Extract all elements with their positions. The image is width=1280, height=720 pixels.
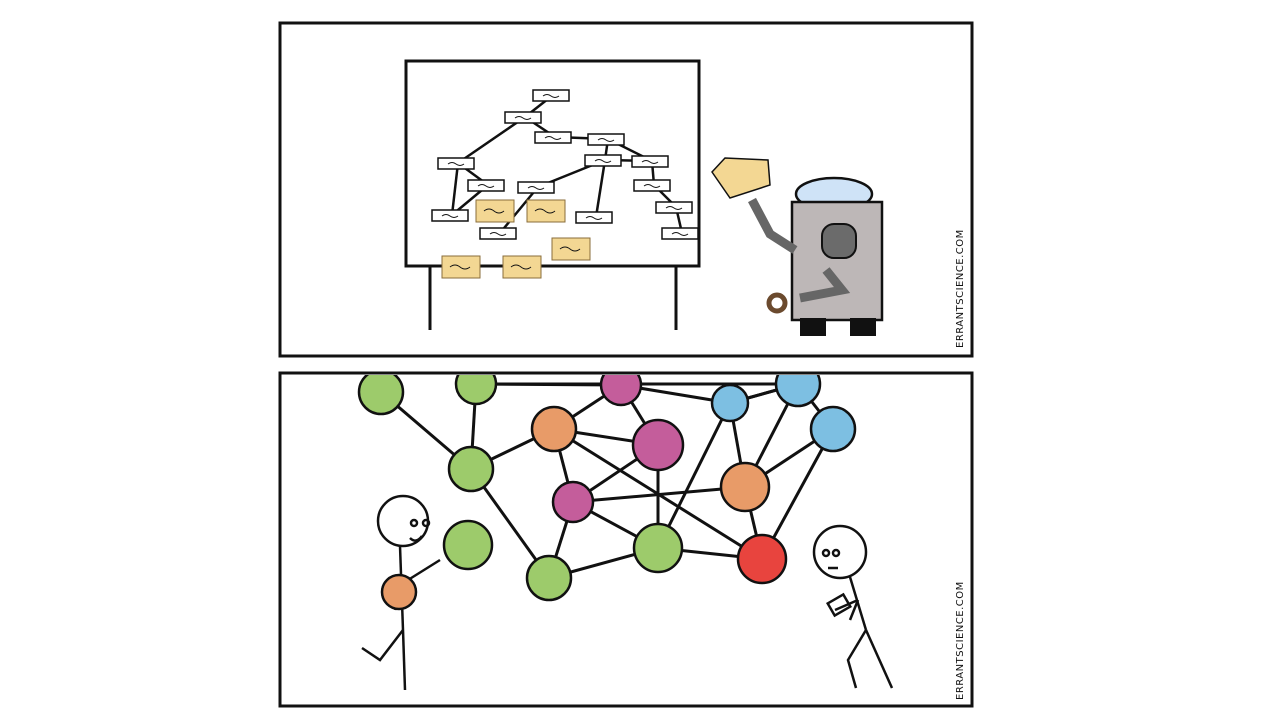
- orange-network-node: [530, 405, 578, 453]
- pink-network-node: [631, 418, 685, 472]
- blue-network-node: [774, 375, 822, 408]
- watermark-bottom: ERRANTSCIENCE.COM: [955, 581, 966, 700]
- sticky-note: [526, 199, 566, 223]
- whiteboard: [404, 59, 701, 330]
- watermark-top: ERRANTSCIENCE.COM: [955, 229, 966, 348]
- sticky-note: [475, 199, 515, 223]
- green-network-node: [454, 375, 498, 406]
- sticky-note: [441, 255, 481, 279]
- green-network-node: [525, 554, 573, 602]
- top-panel: [278, 21, 974, 358]
- green-network-node: [357, 375, 405, 416]
- blue-network-node: [809, 405, 857, 453]
- pink-network-node: [599, 375, 643, 407]
- pink-network-node: [551, 480, 595, 524]
- stick-figure-left: [361, 494, 441, 691]
- green-network-node: [442, 519, 494, 571]
- sticky-note: [551, 237, 591, 261]
- network-edge: [656, 402, 732, 549]
- orange-network-node: [719, 461, 771, 513]
- sticky-note: [502, 255, 542, 279]
- stick-figure-right: [812, 524, 894, 689]
- green-network-node: [447, 445, 495, 493]
- robot: [711, 157, 884, 336]
- red-network-node: [736, 533, 788, 585]
- green-network-node: [632, 522, 684, 574]
- bottom-panel: [278, 371, 974, 708]
- blue-network-node: [710, 383, 750, 423]
